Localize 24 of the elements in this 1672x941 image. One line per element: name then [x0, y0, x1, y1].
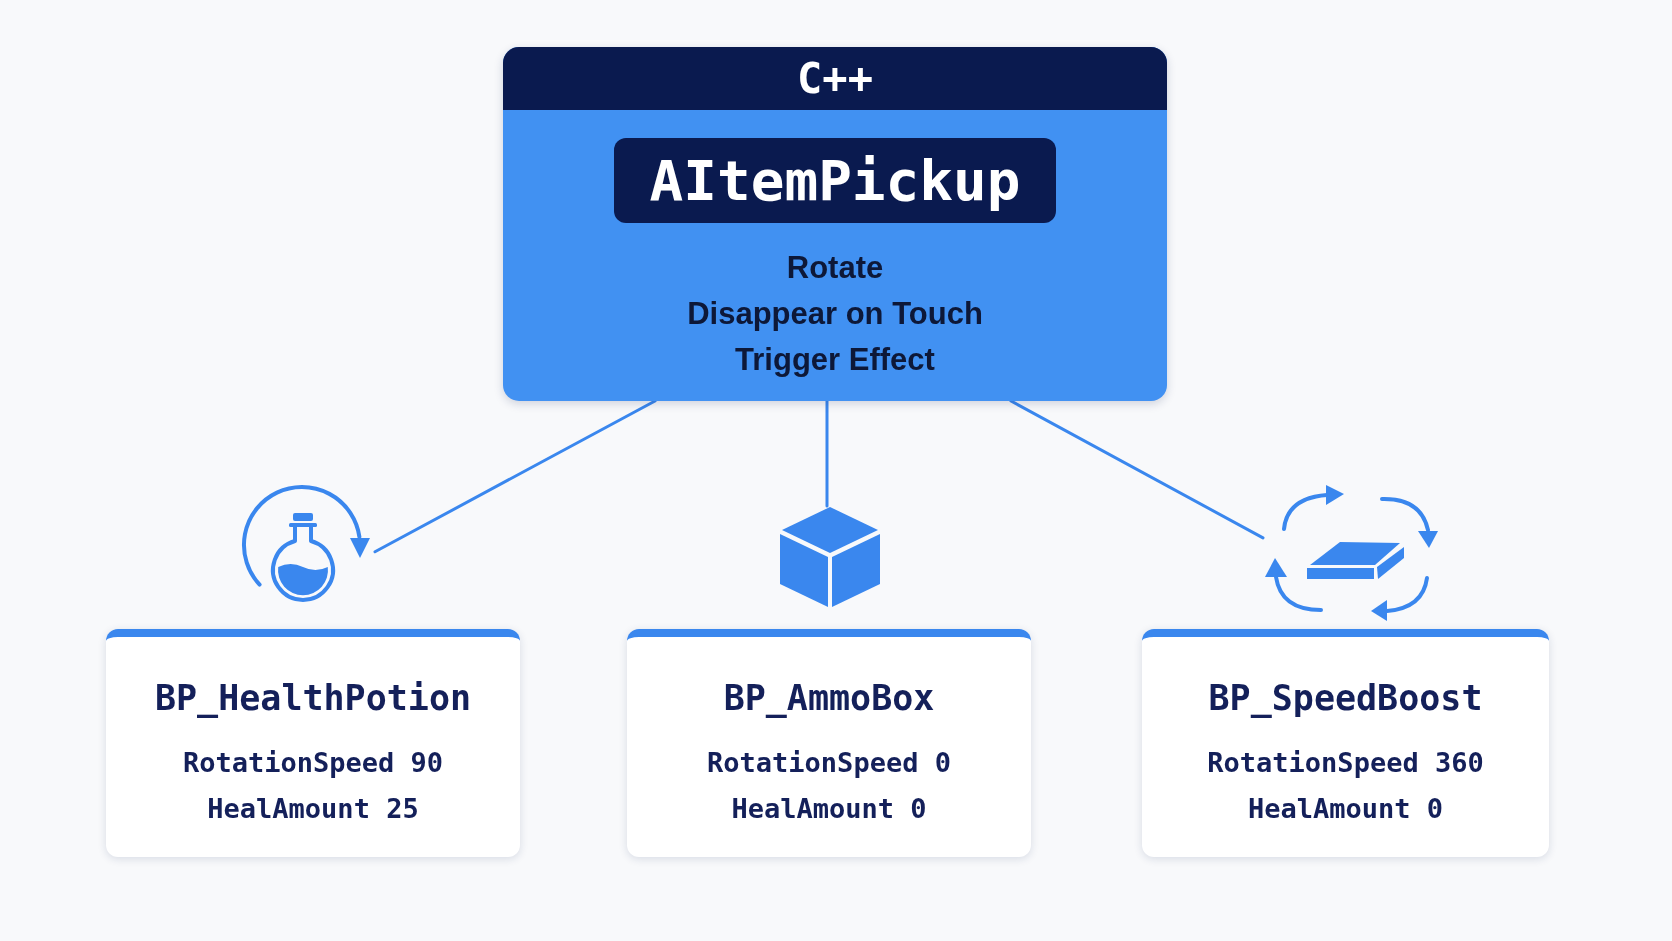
card-title: BP_AmmoBox: [723, 677, 935, 719]
rotating-slab-icon: [1263, 484, 1440, 622]
property-line: RotationSpeed 0: [707, 746, 951, 780]
cube-icon: [779, 506, 881, 608]
connector-line: [1009, 399, 1265, 540]
property-line: HealAmount 25: [207, 792, 419, 826]
blueprint-card: [106, 629, 520, 857]
feature-label: Disappear on Touch: [687, 295, 983, 333]
blueprint-card: [1142, 629, 1549, 857]
header-label: C++: [797, 57, 873, 100]
property-line: HealAmount 0: [1247, 792, 1444, 826]
connector-line: [373, 399, 657, 554]
property-line: RotationSpeed 90: [182, 746, 444, 780]
card-title: BP_SpeedBoost: [1208, 677, 1483, 719]
connector-line: [825, 399, 829, 508]
property-line: RotationSpeed 360: [1207, 746, 1484, 780]
class-name: AItemPickup: [649, 152, 1021, 209]
blueprint-card: [627, 629, 1031, 857]
card-title: BP_HealthPotion: [154, 677, 472, 719]
class-box: [503, 47, 1167, 401]
property-line: HealAmount 0: [731, 792, 927, 826]
feature-label: Rotate: [786, 249, 884, 287]
feature-label: Trigger Effect: [735, 341, 935, 379]
class-name-box: [614, 138, 1056, 223]
